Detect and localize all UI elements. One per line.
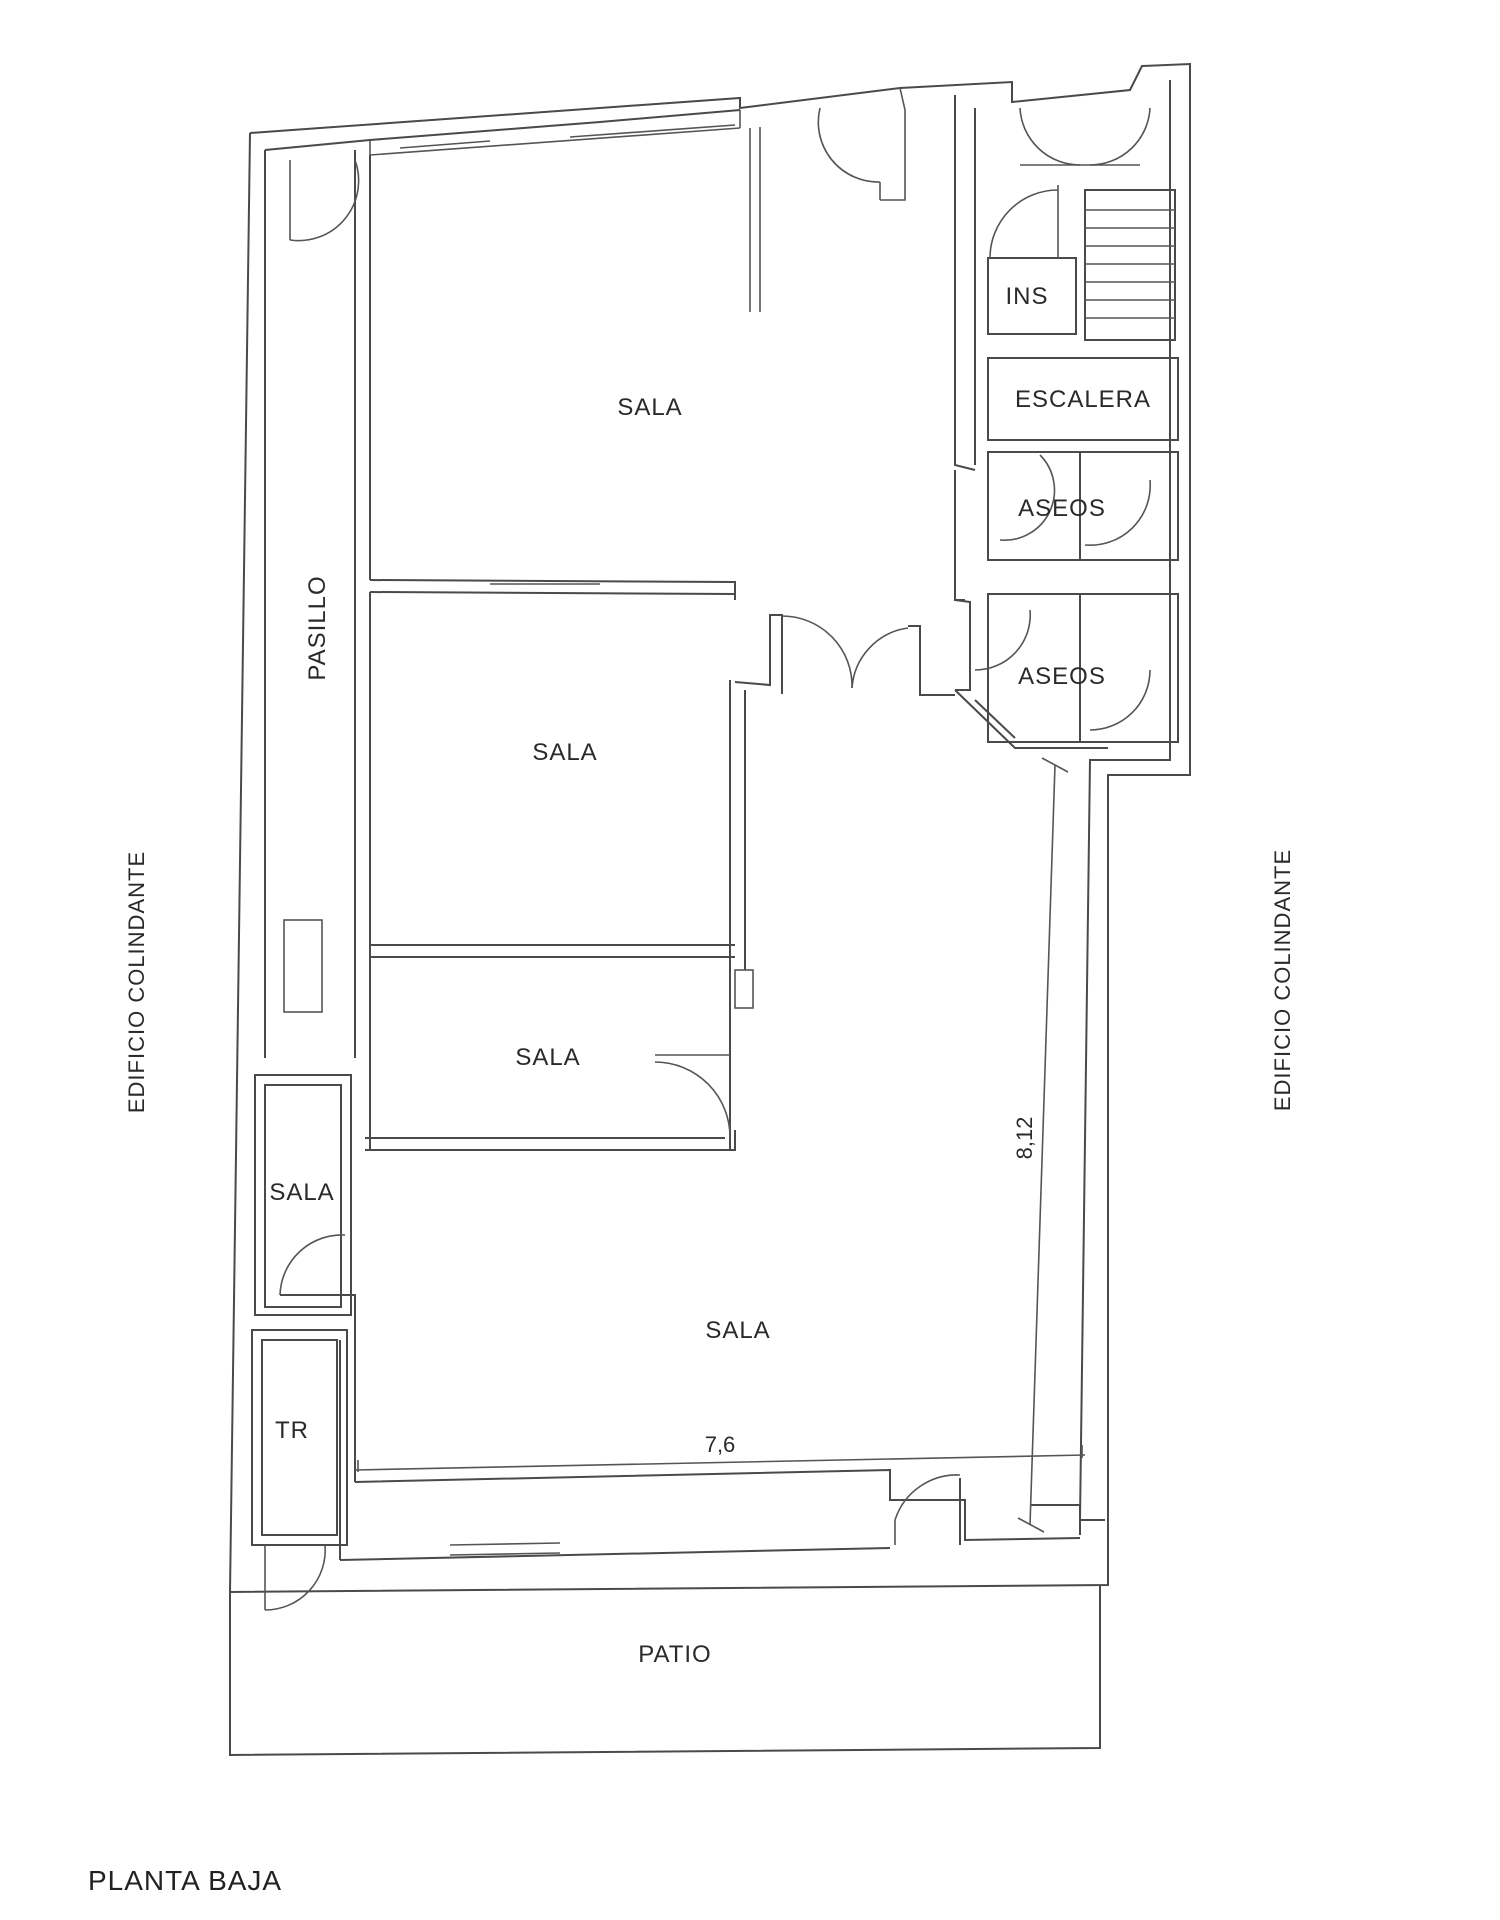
pasillo-walls bbox=[264, 150, 371, 1058]
room-label-aseos-2: ASEOS bbox=[1018, 663, 1106, 690]
room-label-sala-small: SALA bbox=[269, 1179, 334, 1206]
plan-title: PLANTA BAJA bbox=[88, 1865, 282, 1896]
room-label-sala-bottom: SALA bbox=[705, 1317, 770, 1344]
room-label-aseos-1: ASEOS bbox=[1018, 495, 1106, 522]
room-label-patio: PATIO bbox=[638, 1641, 711, 1668]
dimension-lines bbox=[354, 757, 1086, 1533]
left-lower-rooms bbox=[251, 1074, 356, 1611]
room-label-sala-mid1: SALA bbox=[532, 739, 597, 766]
dimension-label-depth: 8,12 bbox=[1012, 1117, 1037, 1160]
partitions bbox=[365, 579, 955, 1151]
neighbor-label-left: EDIFICIO COLINDANTE bbox=[124, 851, 149, 1113]
neighbor-label-right: EDIFICIO COLINDANTE bbox=[1270, 849, 1295, 1111]
room-label-escalera: ESCALERA bbox=[1015, 386, 1151, 413]
service-block bbox=[954, 95, 1179, 749]
room-label-pasillo: PASILLO bbox=[304, 575, 331, 680]
room-label-tr: TR bbox=[275, 1417, 309, 1444]
room-label-ins: INS bbox=[1005, 283, 1048, 310]
dimension-label-width: 7,6 bbox=[705, 1432, 736, 1457]
room-label-sala-top: SALA bbox=[617, 394, 682, 421]
bottom-facade bbox=[229, 1318, 1101, 1757]
room-label-sala-mid2: SALA bbox=[515, 1044, 580, 1071]
top-facade bbox=[369, 87, 906, 312]
